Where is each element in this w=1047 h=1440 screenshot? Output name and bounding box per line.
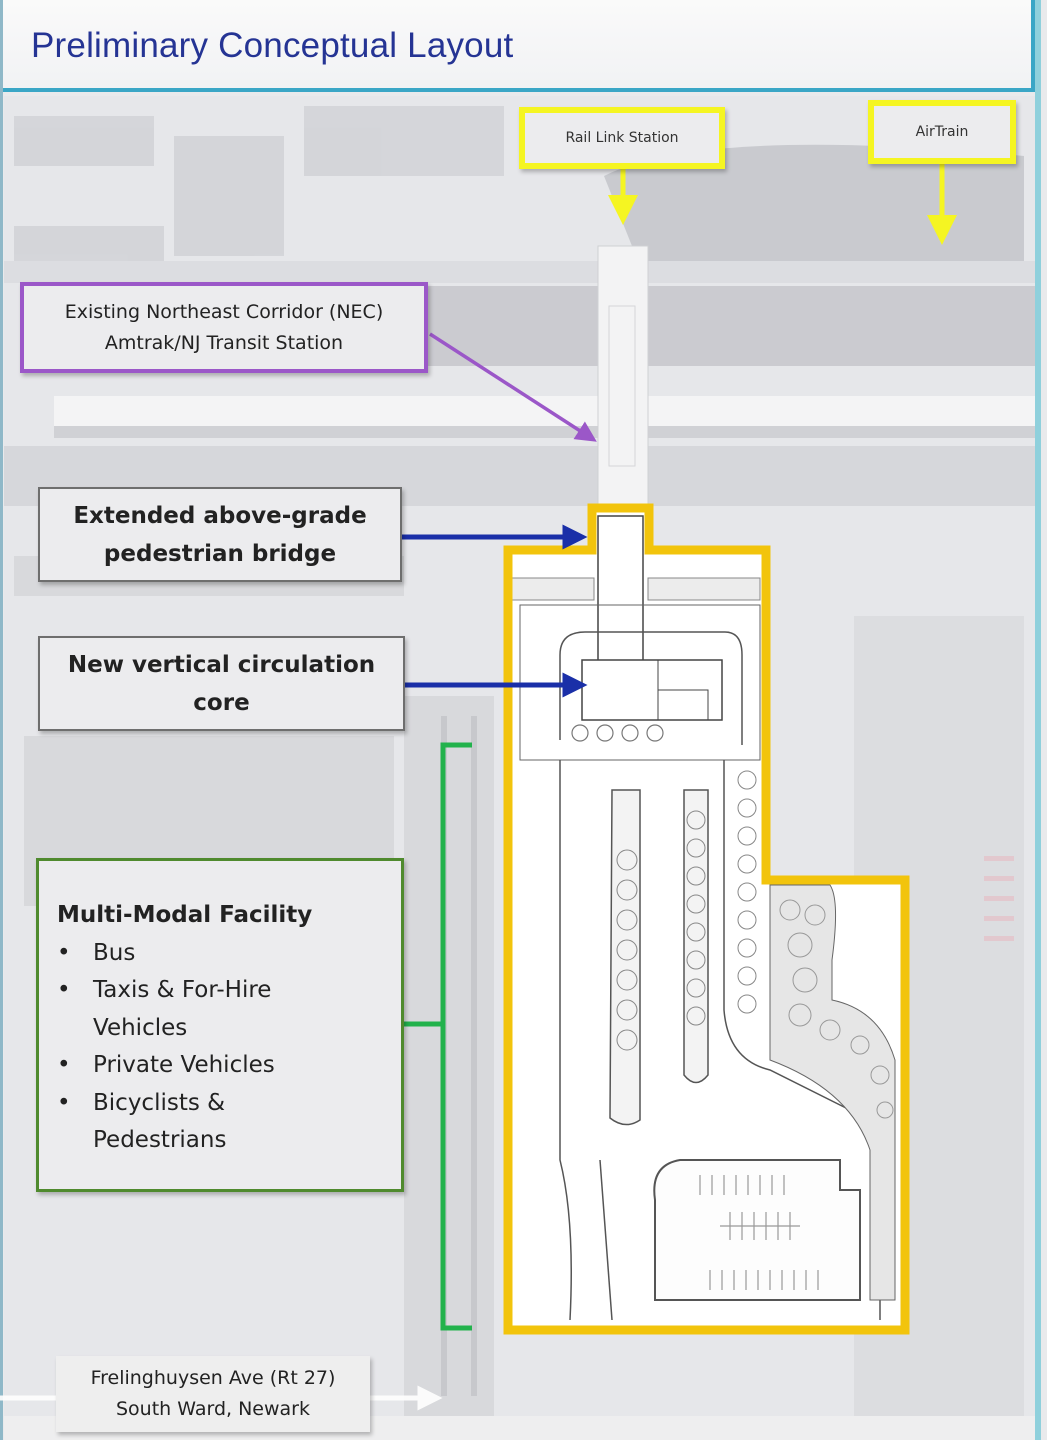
bullet-icon: • (57, 977, 71, 1003)
callout-circulation-core: New vertical circulation core (38, 636, 405, 731)
callout-multimodal-facility: Multi-Modal Facility • Bus • Taxis & For… (36, 858, 404, 1192)
road-label-line1: Frelinghuysen Ave (Rt 27) (90, 1367, 336, 1389)
site-boundary (503, 503, 910, 1335)
title-bar: Preliminary Conceptual Layout (3, 0, 1035, 92)
facility-item-bus: • Bus (57, 935, 313, 973)
core-label-line2: core (193, 689, 250, 716)
nec-label-line1: Existing Northeast Corridor (NEC) (64, 300, 384, 323)
airtrain-label: AirTrain (915, 124, 969, 140)
road-label-line2: South Ward, Newark (116, 1398, 310, 1420)
facility-item-private-vehicles: • Private Vehicles (57, 1047, 313, 1085)
bullet-icon: • (57, 939, 71, 966)
facility-list: • Bus • Taxis & For-Hire Vehicles • Priv… (57, 935, 401, 1160)
callout-frelinghuysen-ave: Frelinghuysen Ave (Rt 27) South Ward, Ne… (56, 1356, 370, 1432)
bullet-icon: • (57, 1052, 71, 1078)
callout-rail-link-station: Rail Link Station (519, 107, 725, 169)
facility-heading: Multi-Modal Facility (57, 902, 313, 928)
callout-pedestrian-bridge: Extended above-grade pedestrian bridge (38, 487, 402, 582)
page-title: Preliminary Conceptual Layout (31, 26, 514, 65)
callout-airtrain: AirTrain (868, 100, 1016, 164)
rail-link-label: Rail Link Station (565, 130, 679, 146)
bullet-icon: • (57, 1089, 71, 1116)
facility-bracket (440, 742, 472, 1331)
core-label-line1: New vertical circulation (67, 651, 376, 678)
nec-label-line2: Amtrak/NJ Transit Station (104, 331, 344, 354)
facility-item-bicyclists: • Bicyclists & Pedestrians (57, 1085, 313, 1160)
facility-item-taxis: • Taxis & For-Hire Vehicles (57, 972, 313, 1047)
residential-blocks (14, 106, 504, 266)
nec-arrow (429, 332, 597, 442)
callout-nec-station: Existing Northeast Corridor (NEC) Amtrak… (20, 282, 428, 373)
bridge-label-line1: Extended above-grade (73, 502, 367, 529)
bridge-label-line2: pedestrian bridge (103, 540, 337, 567)
